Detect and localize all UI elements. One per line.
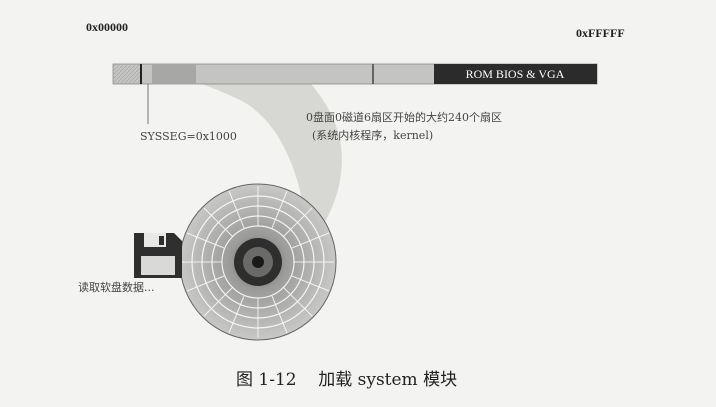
start-address-label: 0x00000 <box>86 20 128 34</box>
memory-bar: ROM BIOS & VGA <box>112 63 598 85</box>
end-address-label: 0xFFFFF <box>576 26 625 40</box>
read-beam <box>175 72 342 222</box>
sysseg-label: SYSSEG=0x1000 <box>140 130 237 143</box>
kernel-program-note: (系统内核程序，kernel) <box>312 128 433 142</box>
system-segment-block <box>152 64 196 84</box>
floppy-disk-icon <box>134 233 182 278</box>
floppy-disk-platter <box>179 183 337 341</box>
read-floppy-label: 读取软盘数据... <box>78 280 155 294</box>
figure-caption: 图 1-12 加载 system 模块 <box>236 370 457 390</box>
kernel-sectors-note: 0盘面0磁道6扇区开始的大约240个扇区 <box>306 110 502 124</box>
rom-bios-label: ROM BIOS & VGA <box>466 67 565 81</box>
low-memory-hatched <box>113 64 141 84</box>
rom-bios-vga-block <box>434 64 597 84</box>
